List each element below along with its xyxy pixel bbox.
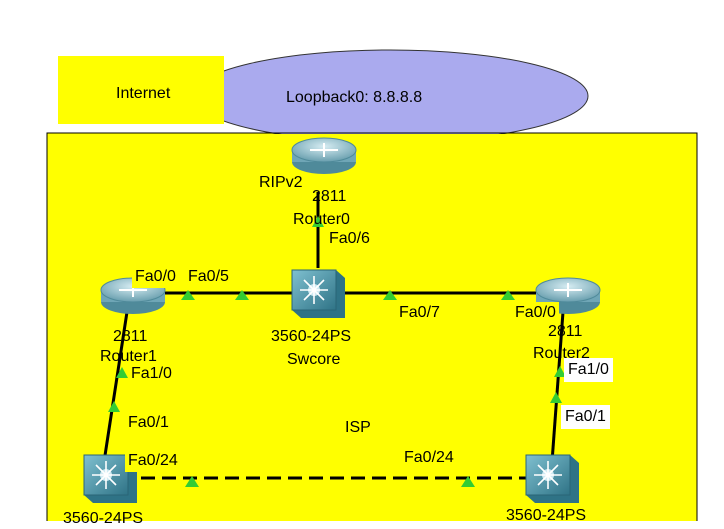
core-switch-model: 3560-24PS [271,328,352,345]
switch-left-port-up: Fa0/1 [125,412,172,434]
loopback-label: Loopback0: 8.8.8.8 [286,89,423,106]
status-up-icon [181,290,195,300]
router-top-name: Router0 [293,211,350,228]
switch-right-icon[interactable] [525,454,579,503]
router-right-name: Router2 [533,345,590,362]
core-switch-name: Swcore [287,351,341,368]
switch-left-port-right: Fa0/24 [125,450,181,472]
link-status-indicators [108,216,566,487]
router-top-protocol: RIPv2 [256,172,306,194]
internet-label: Internet [116,85,171,102]
router-top-icon[interactable] [291,137,357,174]
switch-left-icon[interactable] [83,454,137,503]
status-up-icon [312,216,324,227]
router-top-model: 2811 [312,188,347,205]
status-up-icon [116,367,128,378]
status-up-icon [235,290,249,300]
internet-box [58,56,224,124]
core-switch-port-right: Fa0/7 [396,302,443,324]
link-router2-switch-right [550,311,565,463]
router-right-port-down: Fa1/0 [564,358,613,382]
switch-left-model: 3560-24PS [63,510,144,527]
core-switch-port-left: Fa0/5 [185,266,232,288]
router-right-model: 2811 [548,323,583,340]
switch-right-model: 3560-24PS [506,507,587,524]
isp-area-top-overlay [48,134,696,144]
status-up-icon [554,366,566,377]
router-left-port-right: Fa0/0 [132,266,184,288]
router-left-model: 2811 [113,328,148,345]
router-left-name: Router1 [100,348,157,365]
status-up-icon [550,392,562,403]
isp-label: ISP [345,419,371,436]
status-up-icon [501,290,515,300]
status-up-icon [108,401,120,412]
status-up-icon [461,476,475,487]
router-left-port-down: Fa1/0 [128,363,175,385]
status-up-icon [185,476,199,487]
core-switch-icon[interactable] [291,269,345,318]
switch-right-port-up: Fa0/1 [561,405,610,429]
status-up-icon [383,290,397,300]
router-right-port-left: Fa0/0 [512,302,559,324]
router-top-port: Fa0/6 [326,228,373,250]
switch-right-port-left: Fa0/24 [401,447,457,469]
link-router1-switch-left [102,311,129,463]
